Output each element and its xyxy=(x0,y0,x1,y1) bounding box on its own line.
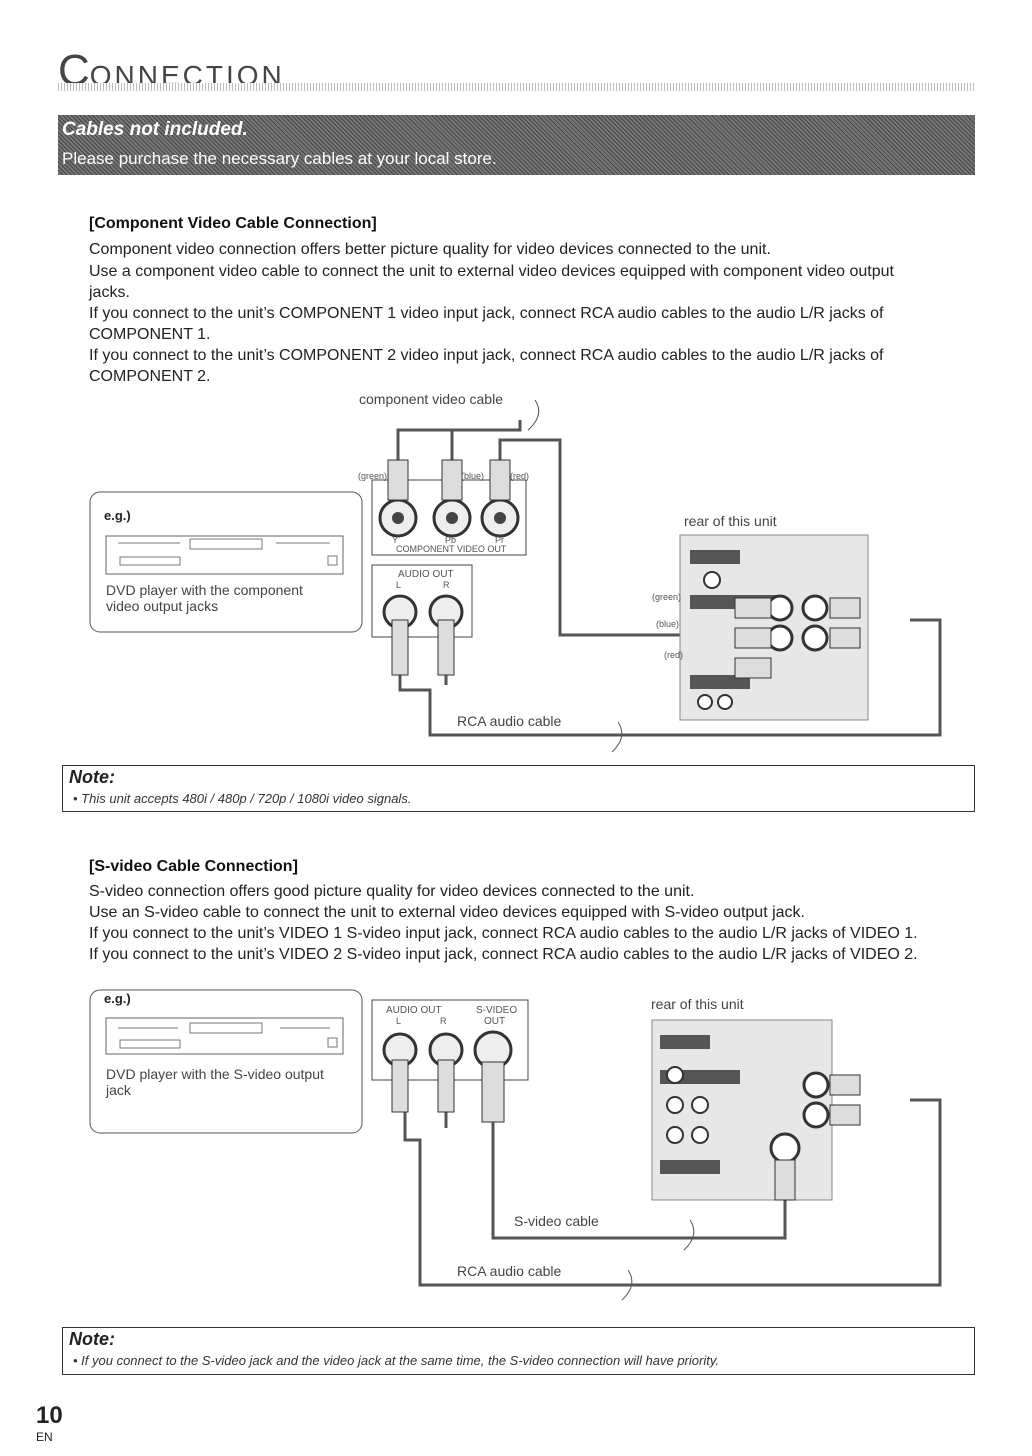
banner-title: Cables not included. xyxy=(62,119,248,140)
note-text: • This unit accepts 480i / 480p / 720p /… xyxy=(73,791,412,806)
audio-out-label: AUDIO OUT xyxy=(398,569,454,580)
component-diagram xyxy=(89,400,942,753)
component-p4a: If you connect to the unit’s COMPONENT 2… xyxy=(89,347,884,364)
component-p3b: COMPONENT 1. xyxy=(89,326,211,343)
note-title: Note: xyxy=(69,767,115,787)
audio-r-label: R xyxy=(443,580,450,590)
svideo-p4: If you connect to the unit’s VIDEO 2 S-v… xyxy=(89,946,918,963)
svideo-p2: Use an S-video cable to connect the unit… xyxy=(89,904,805,921)
page-number: 10 xyxy=(36,1402,63,1429)
component-cable-label: component video cable xyxy=(359,391,503,407)
component-p3a: If you connect to the unit’s COMPONENT 1… xyxy=(89,305,884,322)
rear-blue-label: (blue) xyxy=(656,619,680,629)
svideo-device-desc-2: jack xyxy=(106,1082,131,1098)
svideo-heading: [S-video Cable Connection] xyxy=(89,858,298,875)
rca-cable-label: RCA audio cable xyxy=(457,713,562,729)
component-p1: Component video connection offers better… xyxy=(89,241,771,258)
rear-red-label: (red) xyxy=(664,650,684,660)
device-desc-1: DVD player with the component xyxy=(106,582,303,598)
svideo-audio-out-label: AUDIO OUT xyxy=(386,1005,442,1016)
svideo-rca-cable-label: RCA audio cable xyxy=(457,1263,562,1279)
svideo-note-title: Note: xyxy=(69,1329,115,1349)
svideo-p1: S-video connection offers good picture q… xyxy=(89,883,695,900)
component-out-label: COMPONENT VIDEO OUT xyxy=(396,544,507,554)
svideo-p3: If you connect to the unit’s VIDEO 1 S-v… xyxy=(89,925,918,942)
banner-subtitle: Please purchase the necessary cables at … xyxy=(62,149,497,168)
svideo-rear-label: rear of this unit xyxy=(651,996,744,1012)
svideo-audio-r-label: R xyxy=(440,1016,447,1026)
y-label: Y xyxy=(392,535,399,545)
cables-banner: Cables not included. Please purchase the… xyxy=(58,115,975,175)
rear-green-label: (green) xyxy=(652,592,682,602)
device-desc-2: video output jacks xyxy=(106,598,219,614)
eg-label: e.g.) xyxy=(104,508,131,523)
svideo-audio-l-label: L xyxy=(396,1016,402,1026)
svideo-out-label-2: OUT xyxy=(484,1016,506,1027)
component-p4b: COMPONENT 2. xyxy=(89,368,211,385)
blue-label: (blue) xyxy=(461,471,485,481)
rear-label: rear of this unit xyxy=(684,513,777,529)
pr-label: Pr xyxy=(495,535,504,545)
svideo-eg-label: e.g.) xyxy=(104,991,131,1006)
green-label: (green) xyxy=(358,471,388,481)
component-note: Note: • This unit accepts 480i / 480p / … xyxy=(62,765,975,812)
title-rule xyxy=(58,83,974,91)
svideo-cable-label: S-video cable xyxy=(514,1213,599,1229)
red-label: (red) xyxy=(510,471,530,481)
component-heading: [Component Video Cable Connection] xyxy=(89,215,377,232)
component-p2b: jacks. xyxy=(89,284,130,301)
pb-label: Pb xyxy=(445,535,457,545)
svideo-device-desc-1: DVD player with the S-video output xyxy=(106,1066,324,1082)
audio-l-label: L xyxy=(396,580,402,590)
language-label: EN xyxy=(36,1430,53,1444)
svideo-diagram xyxy=(89,989,942,1301)
component-p2a: Use a component video cable to connect t… xyxy=(89,263,894,280)
svideo-note: Note: • If you connect to the S-video ja… xyxy=(62,1327,975,1375)
svideo-out-label-1: S-VIDEO xyxy=(476,1005,518,1016)
svideo-note-text: • If you connect to the S-video jack and… xyxy=(73,1353,719,1368)
